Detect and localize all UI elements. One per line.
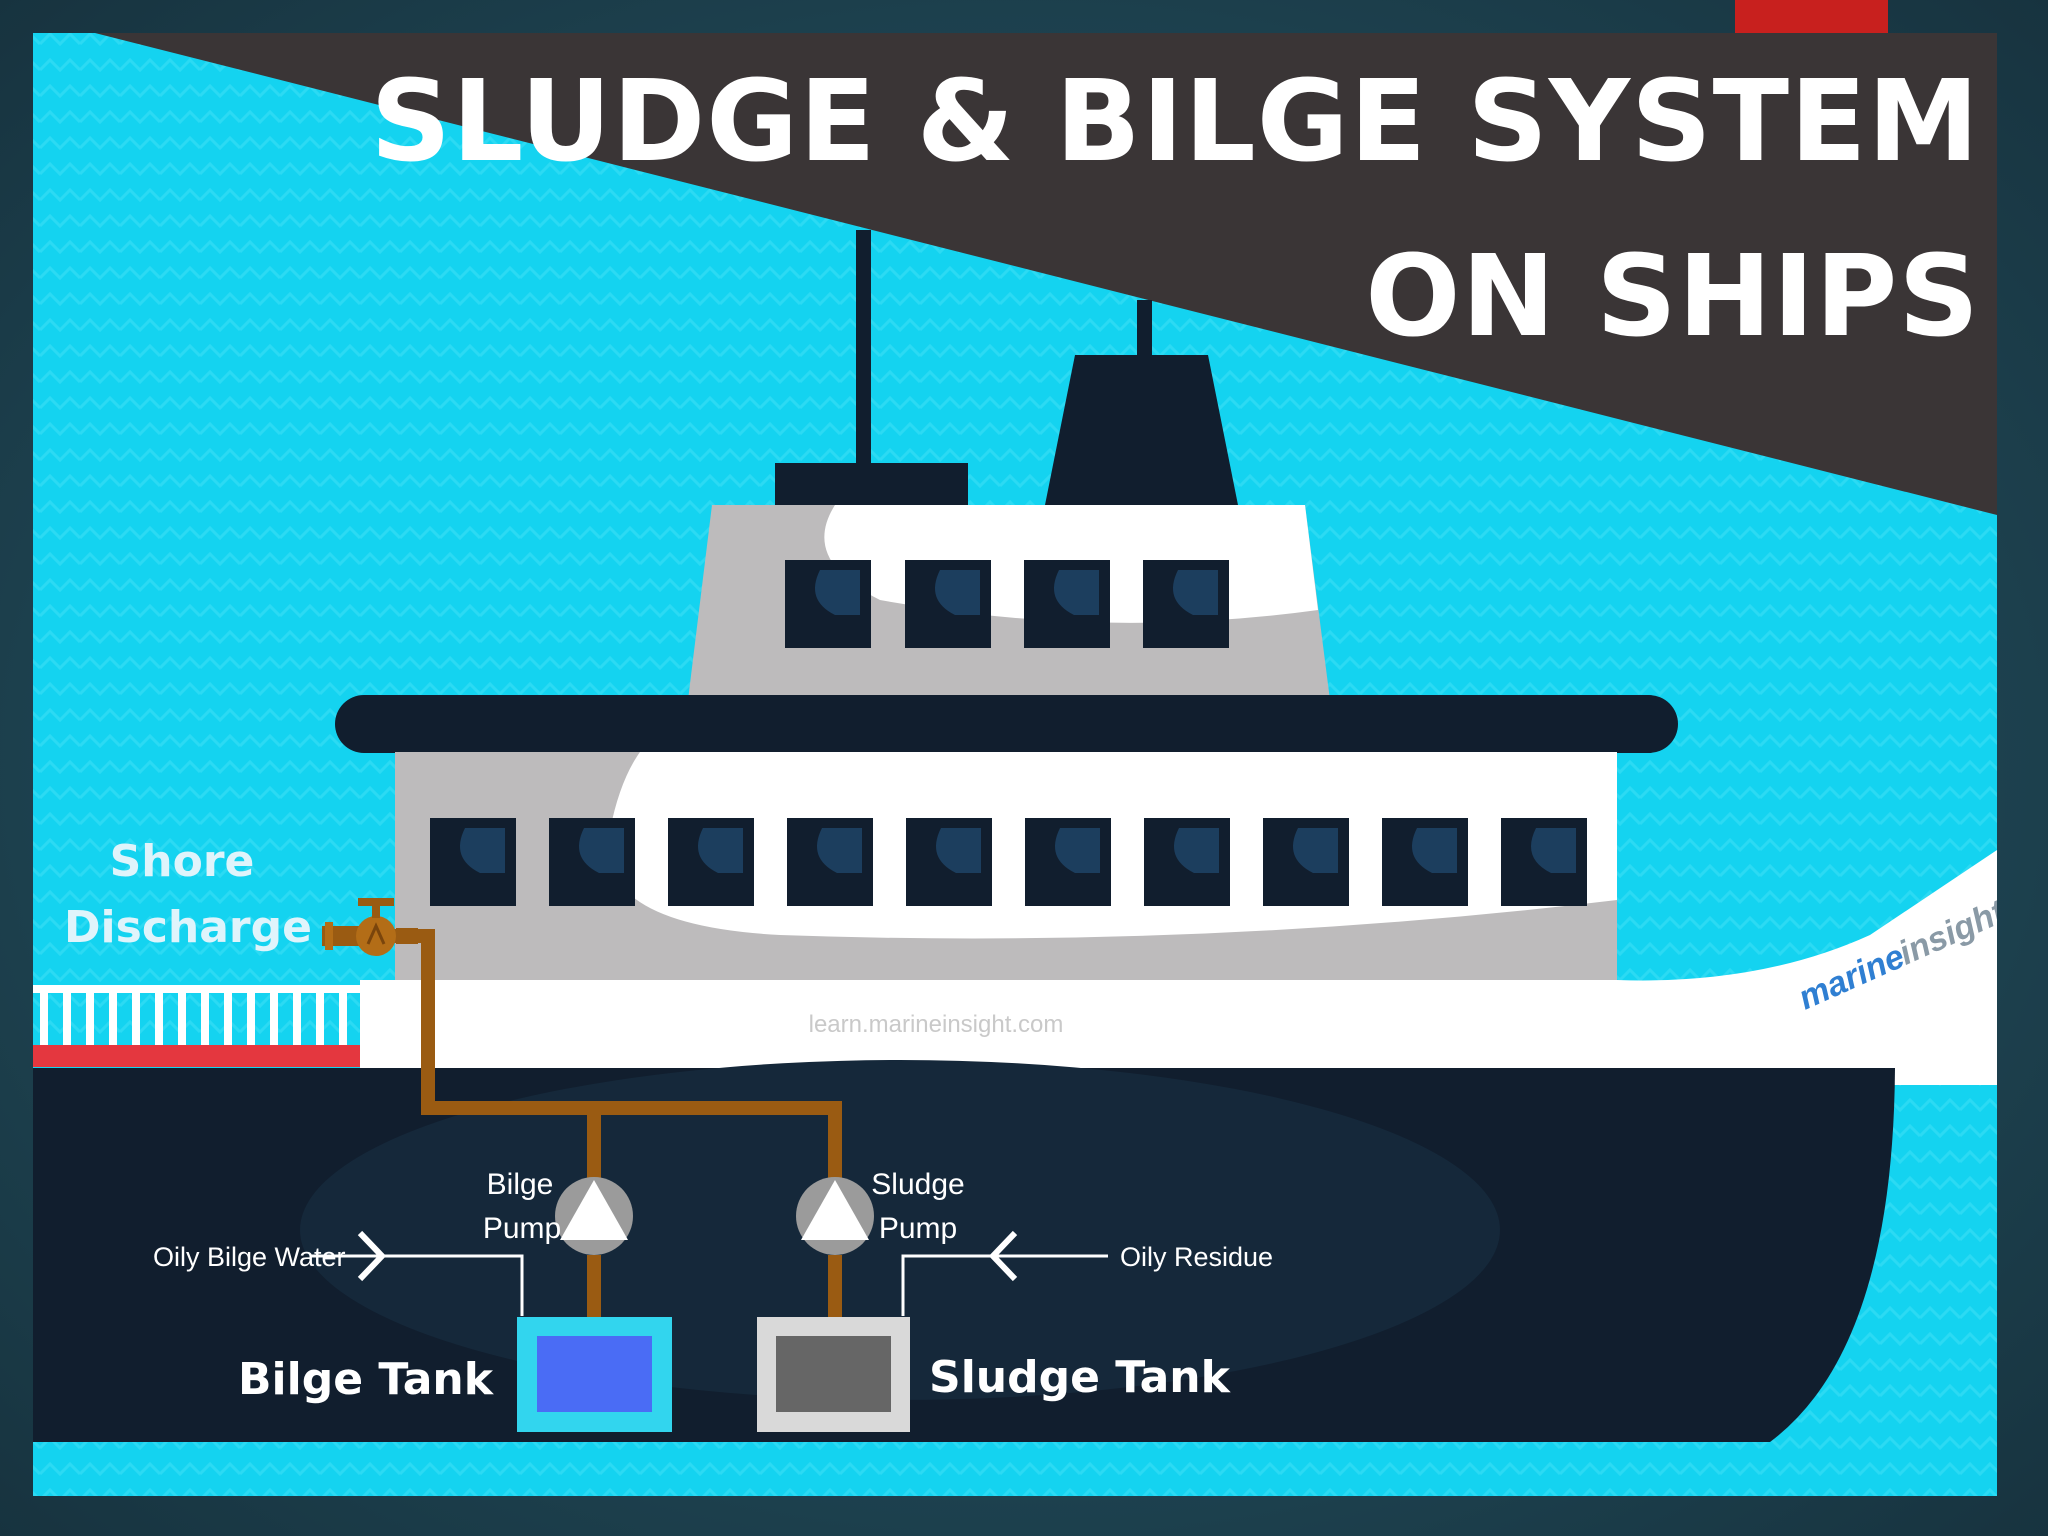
deck-bar — [335, 695, 1678, 753]
oily-bilge-water-label: Oily Bilge Water — [153, 1242, 346, 1272]
window-glare — [817, 828, 862, 873]
window-glare — [815, 570, 860, 615]
bilge-tank-label: Bilge Tank — [238, 1354, 495, 1405]
window-glare — [1173, 570, 1218, 615]
window-glare — [1293, 828, 1338, 873]
railing-top — [33, 985, 363, 993]
oily-residue-line — [901, 1254, 1108, 1316]
oily-residue-label: Oily Residue — [1120, 1242, 1273, 1272]
title-line-1: SLUDGE & BILGE SYSTEM — [370, 57, 1980, 187]
railing-post — [132, 985, 140, 1047]
funnel — [1045, 355, 1238, 505]
watermark-text: learn.marineinsight.com — [809, 1011, 1064, 1038]
red-accent-tab — [1735, 0, 1888, 33]
railing-post — [224, 985, 232, 1047]
bilge-pump-label-2: Pump — [483, 1212, 561, 1245]
railing — [33, 985, 363, 1067]
railing-post — [339, 985, 347, 1047]
sludge-tank-fill — [776, 1336, 891, 1412]
railing-post — [86, 985, 94, 1047]
bilge-tank-fill — [537, 1336, 652, 1412]
railing-post — [270, 985, 278, 1047]
bridge-top — [775, 463, 968, 508]
title-line-2: ON SHIPS — [1365, 232, 1980, 362]
window-glare — [1054, 570, 1099, 615]
sludge-tank — [757, 1317, 910, 1432]
window-glare — [936, 828, 981, 873]
flow-lines — [310, 1230, 1108, 1316]
railing-post — [155, 985, 163, 1047]
railing-base — [33, 1045, 363, 1067]
railing-post — [40, 985, 48, 1047]
upper-windows — [785, 560, 1229, 648]
sludge-pump-label-1: Sludge — [871, 1168, 964, 1201]
railing-post — [316, 985, 324, 1047]
window-glare — [1055, 828, 1100, 873]
railing-post — [293, 985, 301, 1047]
bilge-pump-label-1: Bilge — [487, 1168, 554, 1201]
window-glare — [1531, 828, 1576, 873]
hull-band — [360, 850, 1997, 1085]
lower-windows — [430, 818, 1587, 906]
mast-left — [856, 230, 871, 470]
railing-post — [63, 985, 71, 1047]
window-glare — [698, 828, 743, 873]
bilge-tank — [517, 1317, 672, 1432]
window-glare — [460, 828, 505, 873]
title-banner — [95, 33, 1997, 515]
arrow-right-icon — [357, 1230, 387, 1282]
window-glare — [1412, 828, 1457, 873]
railing-post — [178, 985, 186, 1047]
shore-label-line-2: Discharge — [64, 902, 312, 953]
railing-post — [201, 985, 209, 1047]
railing-post — [109, 985, 117, 1047]
arrow-left-icon — [988, 1230, 1018, 1282]
window-glare — [1174, 828, 1219, 873]
shore-label-line-1: Shore — [110, 836, 255, 887]
shore-valve-icon — [322, 898, 418, 956]
sludge-pump-icon — [796, 1177, 874, 1255]
sludge-pump-label-2: Pump — [879, 1212, 957, 1245]
window-glare — [935, 570, 980, 615]
bilge-pump-icon — [555, 1177, 633, 1255]
railing-post — [247, 985, 255, 1047]
window-glare — [579, 828, 624, 873]
sludge-tank-label: Sludge Tank — [929, 1352, 1232, 1403]
